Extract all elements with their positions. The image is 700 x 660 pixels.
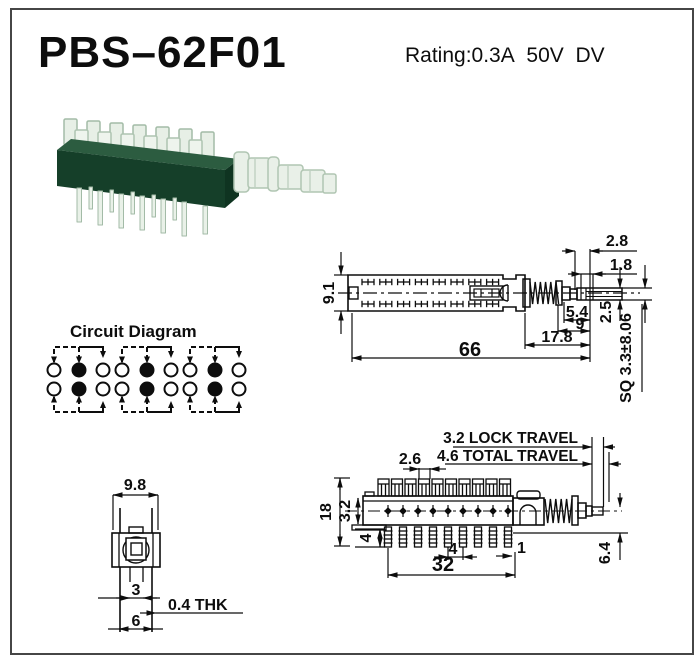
dim-total-travel: 4.6 TOTAL TRAVEL (437, 448, 578, 465)
side-view-drawing (345, 478, 628, 548)
front-view-dim-labels: 9.8 3 0.4 THK 6 (124, 477, 228, 630)
dim-32: 32 (432, 554, 454, 576)
dim-1-8: 1.8 (610, 257, 632, 274)
top-view-dim-labels: 9.1 2.8 1.8 5.4 9 17.8 66 2.5 SQ 3.3±8.0… (321, 233, 635, 403)
dim-6-4: 6.4 (597, 542, 614, 564)
dim-2-6: 2.6 (399, 451, 421, 468)
dim-1: 1 (517, 540, 526, 557)
rating-text: Rating:0.3A 50V DV (405, 44, 605, 67)
page-title: PBS–62F01 (38, 28, 287, 77)
pin-marks (361, 278, 500, 308)
switch-photo (57, 118, 337, 237)
dim-4-left: 4 (358, 533, 375, 542)
side-view-dimensions (334, 437, 623, 578)
dim-lock-travel: 3.2 LOCK TRAVEL (443, 430, 578, 447)
dim-3-2: 3.2 (337, 500, 354, 522)
dim-9: 9 (576, 316, 585, 333)
dim-17-8: 17.8 (541, 329, 572, 346)
front-view-drawing (111, 508, 161, 632)
dim-9-1: 9.1 (321, 282, 338, 304)
top-view-drawing (338, 274, 640, 312)
dim-3: 3 (132, 582, 141, 599)
dim-2-5: 2.5 (598, 301, 615, 323)
circuit-diagram-label: Circuit Diagram (70, 322, 197, 341)
dim-sq: SQ 3.3±8.06 (618, 313, 635, 403)
top-view-dimensions (334, 248, 652, 392)
side-view-dim-labels: 3.2 LOCK TRAVEL 4.6 TOTAL TRAVEL 2.6 18 … (318, 430, 614, 576)
page-border (10, 8, 694, 655)
circuit-diagram (46, 346, 247, 413)
dim-9-8: 9.8 (124, 477, 146, 494)
dim-66: 66 (459, 339, 481, 361)
dim-6: 6 (132, 613, 141, 630)
front-view-dimensions (98, 492, 243, 632)
dim-4-bottom: 4 (449, 541, 458, 558)
dim-18: 18 (318, 503, 335, 521)
dim-2-8: 2.8 (606, 233, 628, 250)
dim-0-4-thk: 0.4 THK (168, 597, 228, 614)
dim-5-4: 5.4 (566, 304, 588, 321)
